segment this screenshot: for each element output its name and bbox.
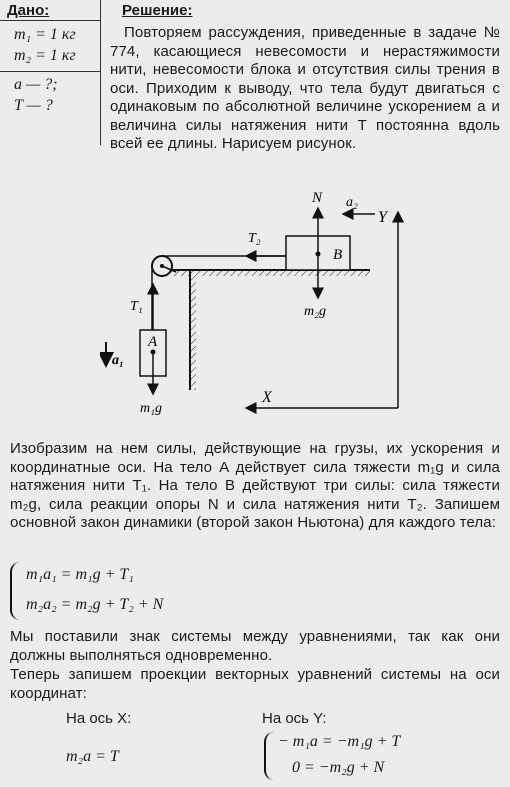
y-projection-eq-2: 0 = −m₂g + N [292, 759, 385, 776]
pulley-diagram: B N m₂g T₂ a₂ A T₁ m₁g a₁ Y X [100, 190, 404, 416]
projection-intro: Теперь запишем проекции векторных уравне… [10, 666, 500, 702]
find-T: T — ? [14, 97, 53, 114]
pulley-bracket [161, 265, 177, 273]
system-note: Мы поставили знак системы между уравнени… [10, 628, 500, 664]
table-leg-hatch [190, 276, 196, 390]
label-Y: Y [378, 209, 389, 226]
solution-title: Решение: [122, 2, 193, 19]
x-projection-eq: m₂a = T [66, 748, 119, 765]
label-T1: T₁ [130, 299, 143, 314]
given-m1: m₁ = 1 кг [14, 26, 76, 43]
label-a2: a₂ [346, 195, 358, 210]
forces-paragraph: Изобразим на нем силы, действующие на гр… [10, 440, 500, 531]
given-separator [0, 71, 100, 72]
axis-y-label: На ось Y: [262, 710, 327, 727]
label-B: B [333, 247, 342, 263]
find-a: a — ?; [14, 76, 58, 93]
given-title: Дано: [7, 2, 50, 19]
label-T2: T₂ [248, 231, 261, 246]
axis-x-label: На ось X: [66, 710, 132, 727]
y-system-brace [264, 732, 276, 780]
label-a1: a₁ [112, 353, 124, 368]
solution-intro: Повторяем рассуждения, приведенные в зад… [110, 24, 500, 152]
given-title-underline [0, 20, 100, 21]
system-brace [10, 562, 24, 620]
label-A: A [147, 334, 158, 350]
system-eq-1: m₁a₁ = m₁g + T₁ [26, 566, 134, 583]
y-projection-eq-1: − m₁a = −m₁g + T [278, 733, 401, 750]
label-m2g: m₂g [304, 304, 326, 319]
label-N: N [311, 190, 323, 206]
system-eq-2: m₂a₂ = m₂g + T₂ + N [26, 596, 164, 613]
table-hatch [170, 270, 370, 276]
given-m2: m₂ = 1 кг [14, 47, 76, 64]
label-X: X [261, 389, 273, 406]
label-m1g: m₁g [140, 401, 162, 416]
given-divider [100, 0, 101, 145]
